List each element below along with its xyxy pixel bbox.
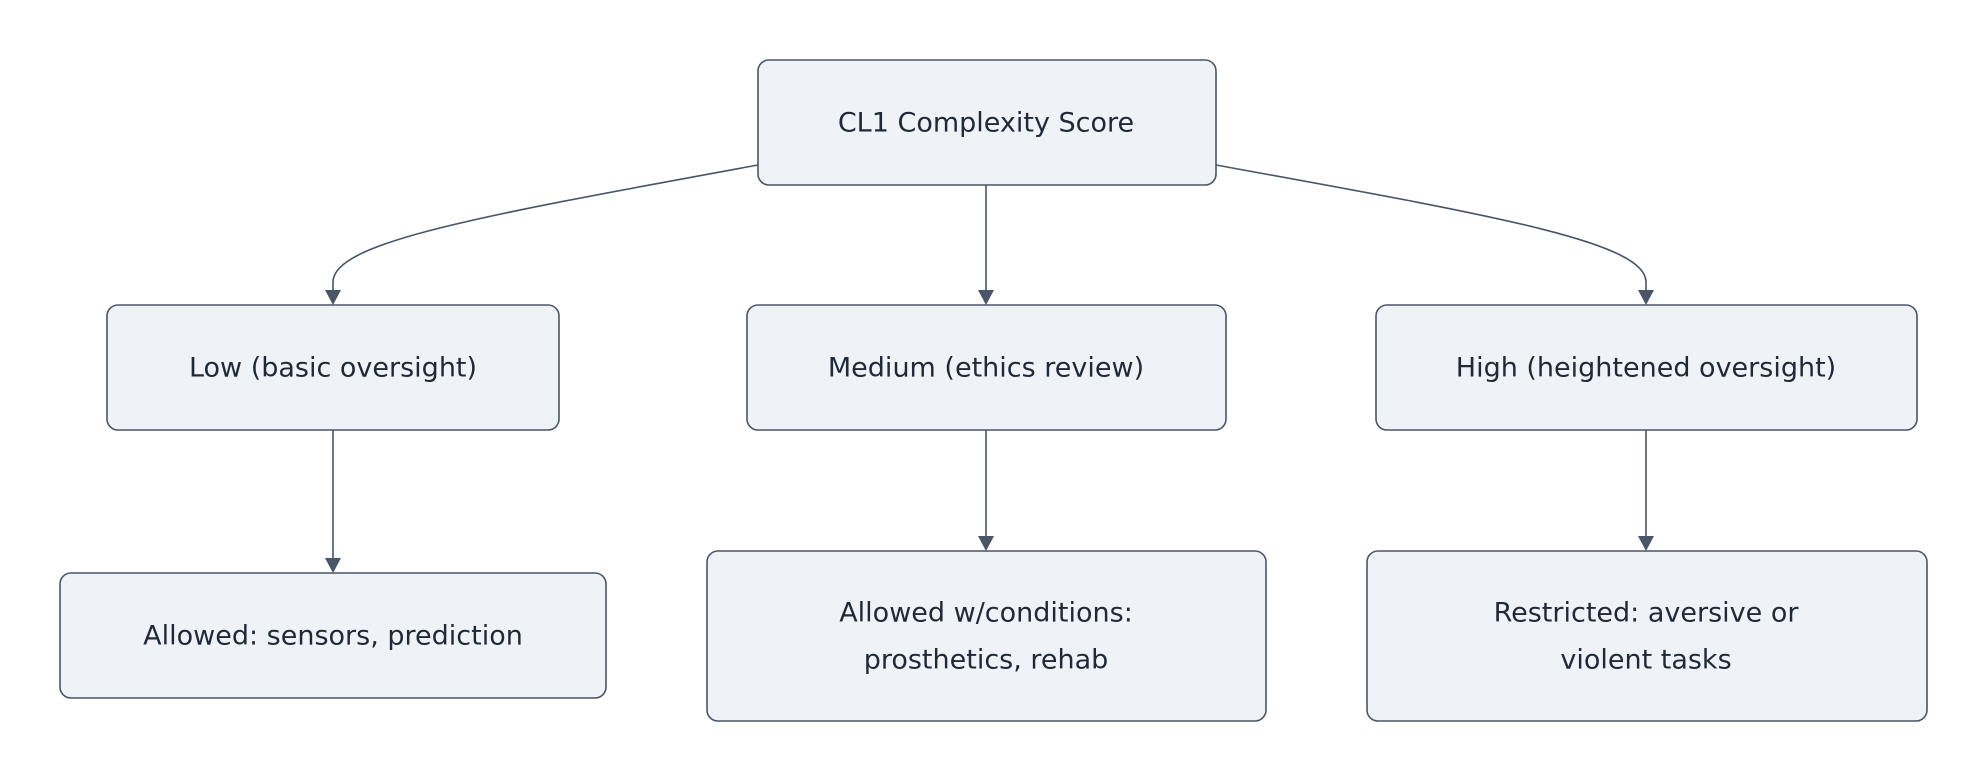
arrowhead-medium-outcome [978, 536, 994, 551]
node-low: Low (basic oversight) [106, 304, 560, 431]
node-medium-outcome: Allowed w/conditions: prosthetics, rehab [706, 550, 1267, 722]
node-medium-outcome-line2: prosthetics, rehab [864, 645, 1109, 676]
node-medium: Medium (ethics review) [746, 304, 1227, 431]
node-high-label: High (heightened oversight) [1456, 353, 1836, 384]
arrowhead-high-outcome [1638, 536, 1654, 551]
edges [325, 164, 1654, 573]
edge-root-to-high [1215, 164, 1647, 292]
arrowhead-medium [978, 290, 994, 305]
arrowhead-low-outcome [325, 558, 341, 573]
node-low-label: Low (basic oversight) [189, 353, 477, 384]
arrowhead-low [325, 290, 341, 305]
node-high-outcome: Restricted: aversive or violent tasks [1366, 550, 1928, 722]
edge-root-to-low [332, 164, 759, 292]
node-root: CL1 Complexity Score [757, 59, 1217, 186]
node-low-outcome-label: Allowed: sensors, prediction [143, 621, 523, 652]
node-medium-label: Medium (ethics review) [828, 353, 1144, 384]
node-low-outcome: Allowed: sensors, prediction [59, 572, 607, 699]
node-high: High (heightened oversight) [1375, 304, 1918, 431]
arrowhead-high [1638, 290, 1654, 305]
node-high-outcome-line2: violent tasks [1560, 645, 1731, 676]
node-root-label: CL1 Complexity Score [838, 108, 1134, 139]
node-medium-outcome-line1: Allowed w/conditions: [839, 598, 1133, 629]
node-high-outcome-line1: Restricted: aversive or [1494, 598, 1800, 629]
